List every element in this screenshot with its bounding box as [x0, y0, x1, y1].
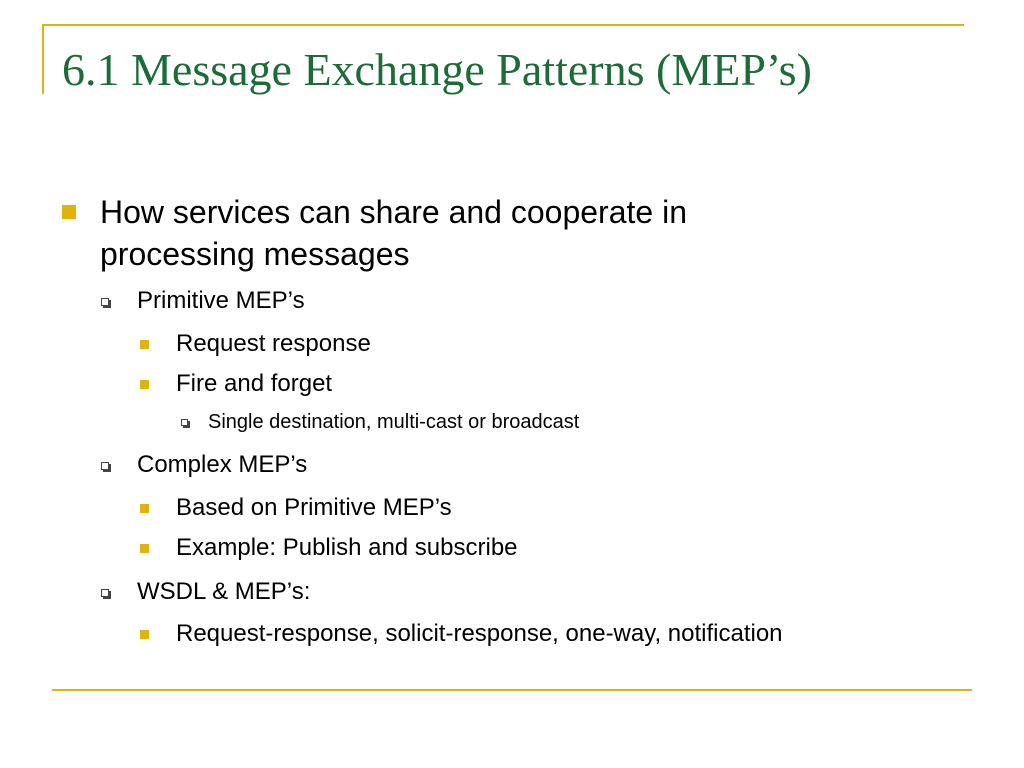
bullet-single-destination: Single destination, multi-cast or broadc…: [181, 409, 579, 435]
bullet-wsdl-text: WSDL & MEP’s:: [137, 578, 311, 605]
bullet-based-on-primitive-text: Based on Primitive MEP’s: [176, 494, 452, 521]
square-bullet-icon: [140, 544, 149, 553]
square-bullet-icon: [140, 630, 149, 639]
bullet-request-response-variants: Request-response, solicit-response, one-…: [140, 619, 783, 649]
hollow-square-bullet-icon: [101, 298, 109, 306]
bullet-publish-subscribe-text: Example: Publish and subscribe: [176, 534, 518, 561]
bullet-request-response-variants-text: Request-response, solicit-response, one-…: [176, 620, 783, 647]
bullet-request-response: Request response: [140, 329, 371, 359]
bullet-wsdl: WSDL & MEP’s:: [101, 577, 310, 607]
bullet-request-response-text: Request response: [176, 330, 371, 357]
left-accent-line: [42, 24, 44, 94]
bullet-main-text: How services can share and cooperate in …: [100, 194, 687, 272]
bullet-complex: Complex MEP’s: [101, 450, 307, 480]
square-bullet-icon: [62, 205, 76, 219]
bullet-complex-text: Complex MEP’s: [137, 451, 308, 478]
bullet-publish-subscribe: Example: Publish and subscribe: [140, 533, 518, 563]
bottom-accent-line: [52, 689, 972, 691]
square-bullet-icon: [140, 380, 149, 389]
bullet-single-destination-text: Single destination, multi-cast or broadc…: [208, 411, 580, 433]
hollow-square-bullet-icon: [101, 462, 109, 470]
square-bullet-icon: [140, 504, 149, 513]
bullet-primitive: Primitive MEP’s: [101, 286, 305, 316]
square-bullet-icon: [140, 340, 149, 349]
top-accent-line: [42, 24, 964, 26]
bullet-based-on-primitive: Based on Primitive MEP’s: [140, 493, 452, 523]
bullet-primitive-text: Primitive MEP’s: [137, 287, 305, 314]
hollow-square-bullet-icon: [181, 419, 188, 426]
bullet-main: How services can share and cooperate in …: [62, 191, 822, 275]
bullet-fire-and-forget-text: Fire and forget: [176, 370, 333, 397]
bullet-fire-and-forget: Fire and forget: [140, 369, 332, 399]
hollow-square-bullet-icon: [101, 589, 109, 597]
slide-title: 6.1 Message Exchange Patterns (MEP’s): [62, 44, 812, 95]
